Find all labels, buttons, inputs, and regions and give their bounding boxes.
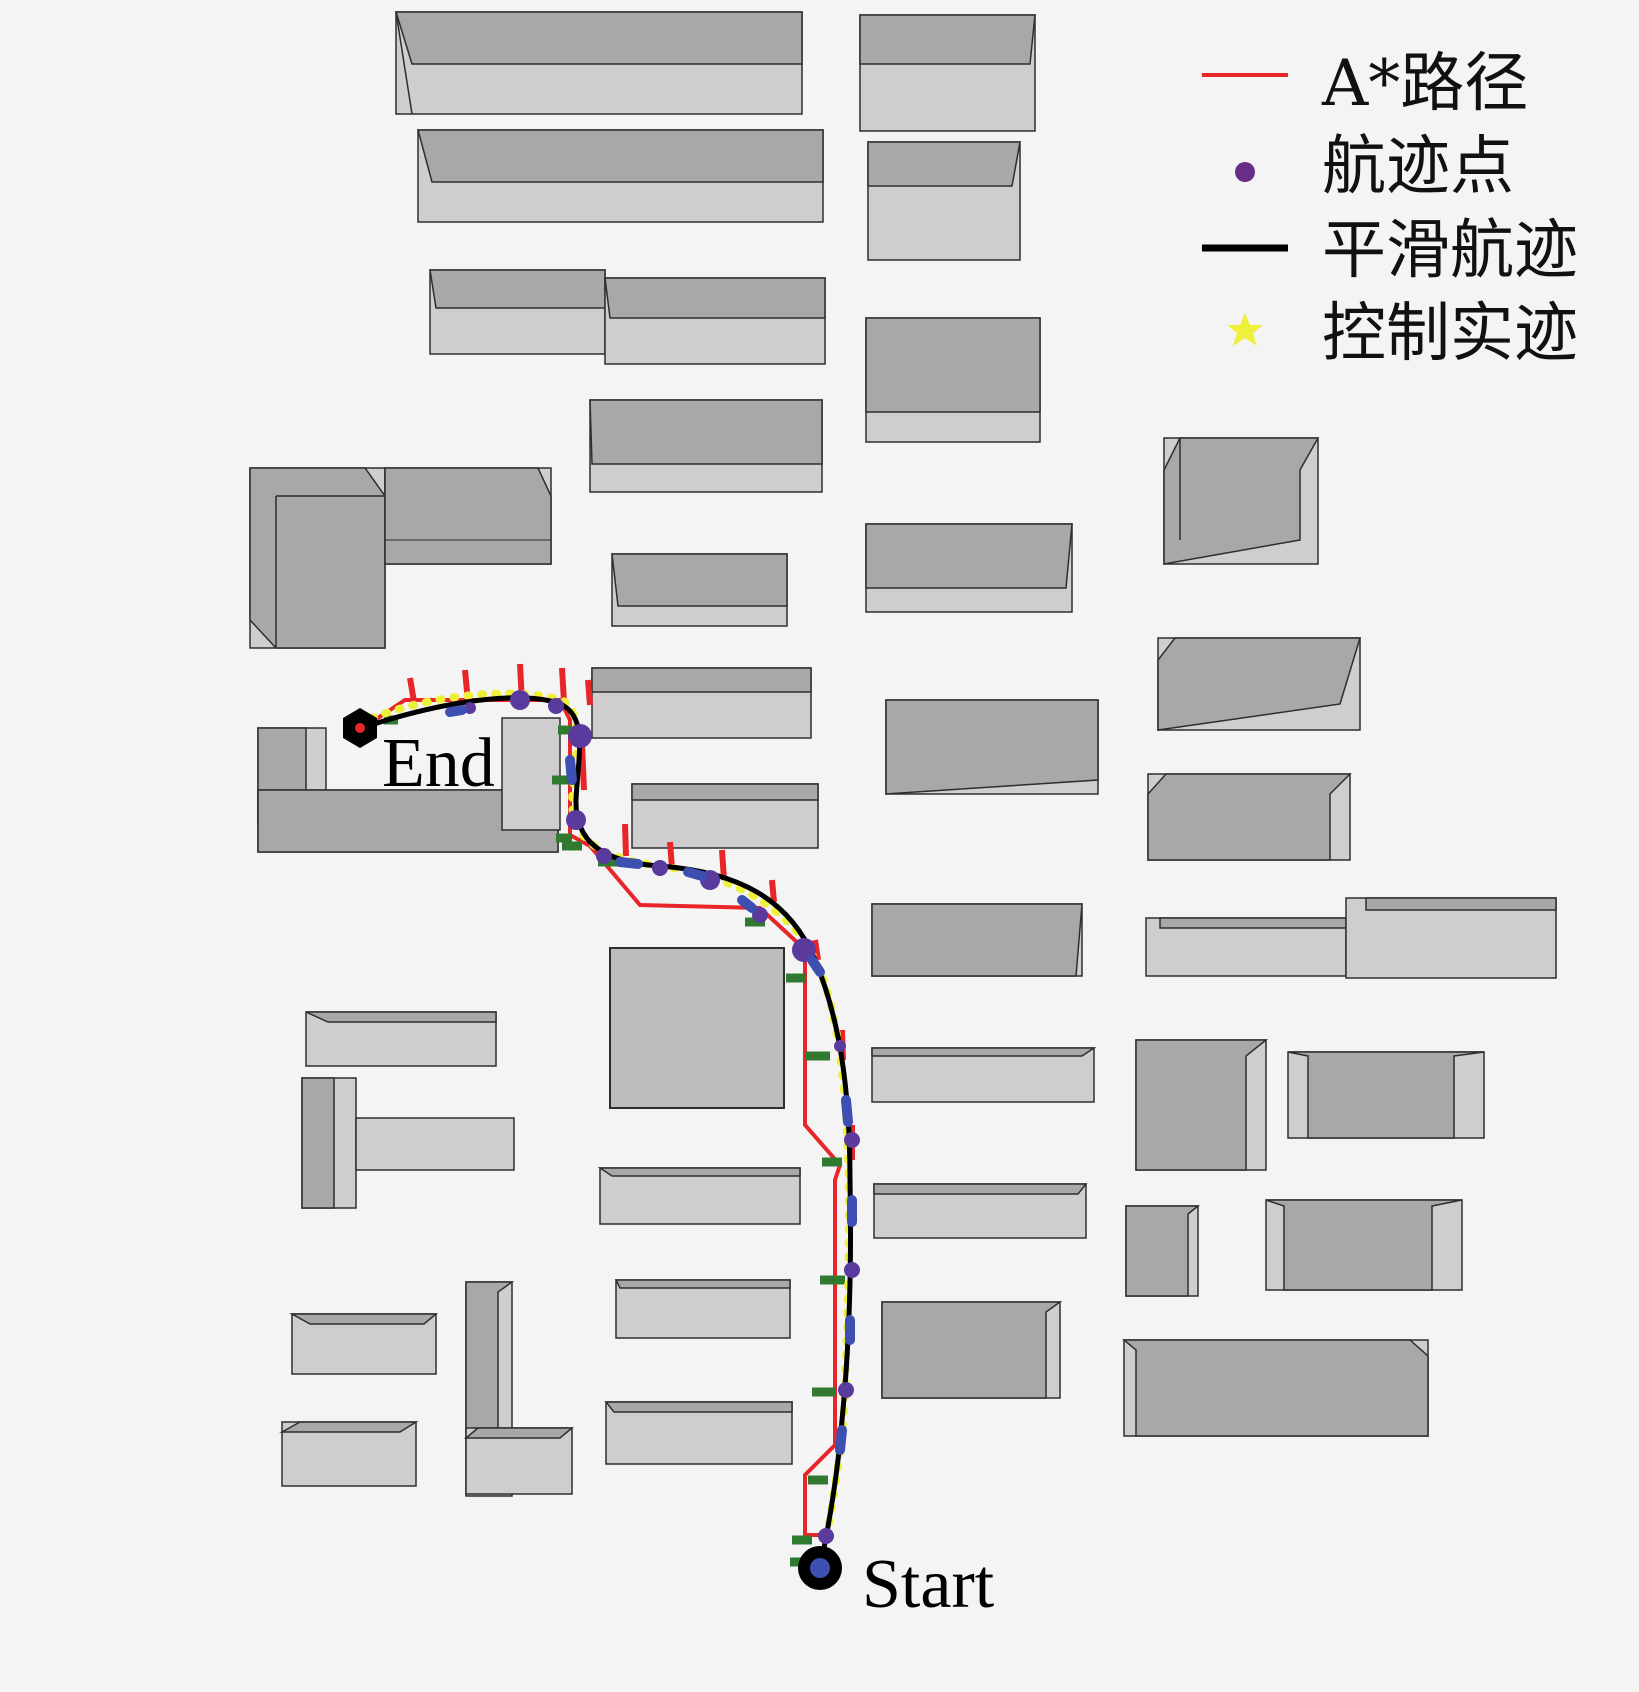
building (417, 129, 824, 223)
building (1145, 917, 1347, 977)
building (591, 667, 812, 739)
building (881, 1301, 1063, 1399)
building (279, 1421, 419, 1487)
building (1345, 897, 1557, 979)
end-marker (343, 708, 377, 748)
building (1125, 1205, 1201, 1297)
building (865, 317, 1041, 443)
buildings-layer (249, 11, 1557, 1497)
building (885, 699, 1099, 795)
building (1147, 773, 1352, 861)
building (289, 1313, 439, 1375)
building (394, 11, 803, 115)
building (249, 467, 386, 649)
building (871, 1047, 1097, 1103)
building (609, 947, 785, 1109)
building (597, 1167, 801, 1225)
building (865, 523, 1073, 613)
building (1135, 1039, 1269, 1171)
building (614, 1279, 791, 1339)
legend: A*路径 航迹点 平滑航迹 控制实迹 (1202, 47, 1578, 371)
building (873, 1183, 1088, 1239)
start-marker (798, 1546, 842, 1590)
building (429, 269, 606, 355)
building (501, 717, 561, 831)
end-label: End (382, 725, 495, 802)
legend-astar-label: A*路径 (1321, 47, 1528, 121)
legend-waypoint-swatch (1235, 162, 1255, 182)
building (604, 1401, 793, 1465)
building (355, 1117, 515, 1171)
waypoints (464, 690, 860, 1544)
building (305, 1011, 497, 1067)
building (1265, 1199, 1463, 1291)
building (1157, 637, 1362, 731)
building (604, 277, 826, 365)
legend-control-label: 控制实迹 (1322, 297, 1578, 371)
building (859, 14, 1036, 132)
building (384, 467, 552, 565)
waypoint-dashes (445, 705, 857, 1455)
building (1121, 1339, 1429, 1437)
legend-smooth-label: 平滑航迹 (1322, 214, 1578, 288)
building (463, 1427, 575, 1495)
legend-control-swatch (1227, 313, 1263, 346)
legend-waypoint-label: 航迹点 (1322, 130, 1514, 204)
building (301, 1077, 357, 1209)
start-label: Start (862, 1546, 995, 1623)
building (611, 553, 788, 627)
building (631, 783, 819, 849)
building (1163, 437, 1320, 565)
building (589, 399, 823, 493)
building (871, 903, 1083, 977)
building (1287, 1051, 1485, 1139)
building (867, 141, 1021, 261)
